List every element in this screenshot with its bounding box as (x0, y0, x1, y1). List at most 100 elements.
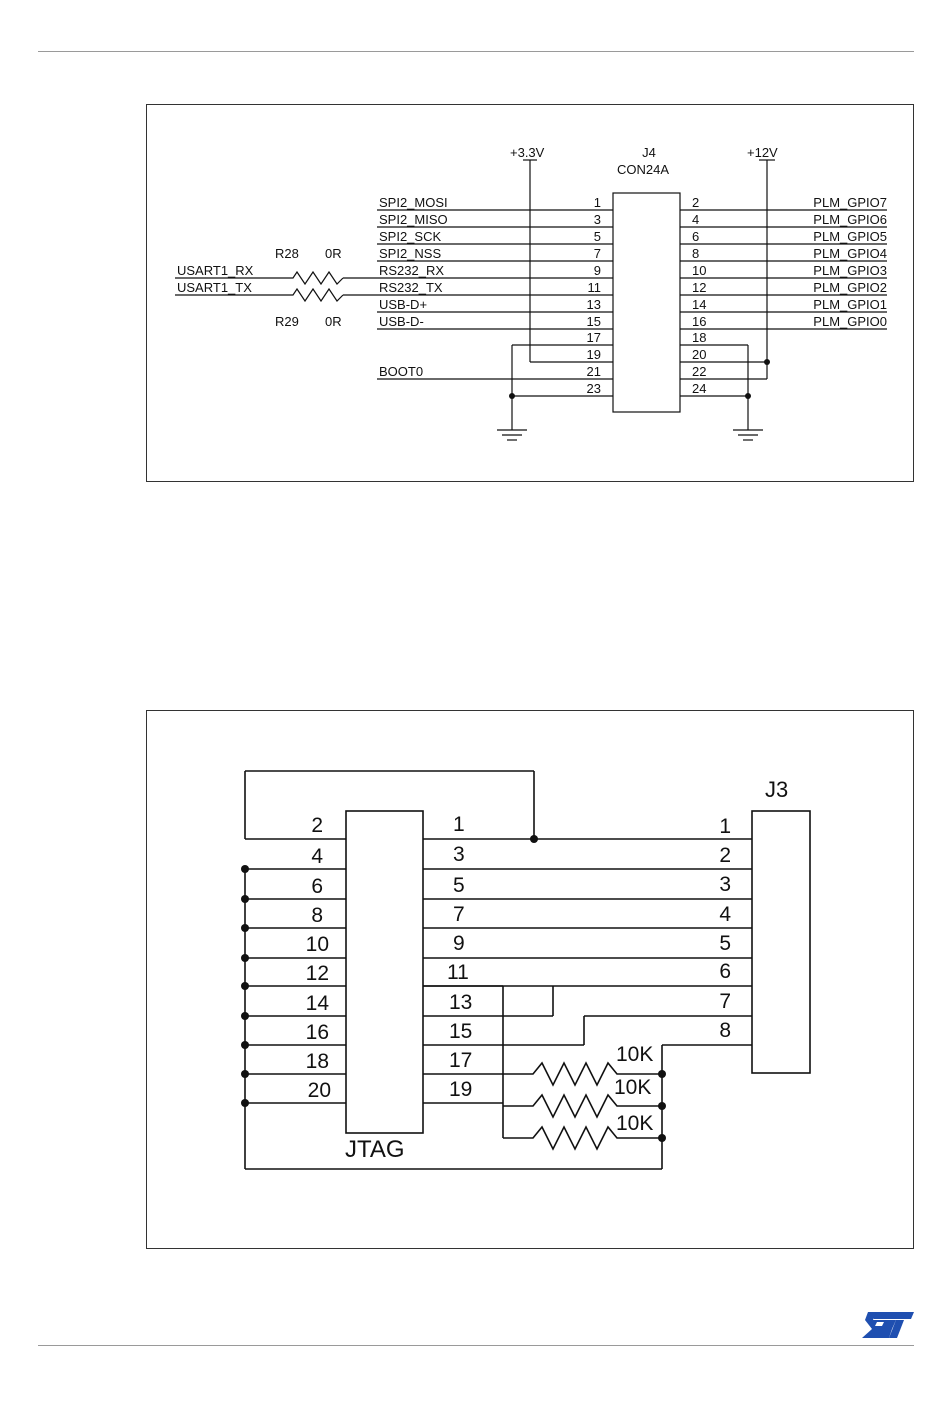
pin-number: 9 (453, 932, 465, 955)
header-rule (38, 51, 914, 52)
pin-number: 7 (719, 990, 731, 1013)
junction-dot (530, 835, 538, 843)
jtag-body (345, 810, 424, 1134)
pin-number: 16 (306, 1021, 329, 1044)
jtag-connector-label: JTAG (345, 1136, 405, 1163)
pin-number: 7 (594, 246, 601, 261)
j3-body (751, 810, 811, 1074)
junction-dot (241, 1070, 249, 1078)
pin-number: 10 (306, 933, 329, 956)
pin-number: 14 (692, 297, 706, 312)
pin-number: 1 (453, 813, 465, 836)
signal-label: PLM_GPIO0 (813, 314, 887, 329)
junction-dot (658, 1070, 666, 1078)
pin-number: 1 (719, 815, 731, 838)
pin-number: 8 (692, 246, 699, 261)
junction-dot (241, 924, 249, 932)
signal-label: SPI2_MOSI (379, 195, 448, 210)
pin-number: 12 (692, 280, 706, 295)
pin-number: 6 (311, 875, 323, 898)
junction-dot (658, 1102, 666, 1110)
pin-number: 17 (587, 330, 601, 345)
pin-number: 18 (306, 1050, 329, 1073)
pin-number: 1 (594, 195, 601, 210)
junction-dot (241, 895, 249, 903)
pin-number: 14 (306, 992, 330, 1015)
pin-number: 11 (588, 280, 602, 295)
signal-label: SPI2_MISO (379, 212, 448, 227)
pin-number: 15 (449, 1020, 472, 1043)
junction-dot (745, 393, 751, 399)
j4-part-label: CON24A (617, 162, 669, 177)
pin-number: 24 (692, 381, 706, 396)
pin-number: 23 (587, 381, 601, 396)
pin-number: 12 (306, 962, 329, 985)
pin-number: 5 (719, 932, 731, 955)
connector-schematic: +3.3V +12V J4 CON24A SPI2_MOSI SPI2_MISO… (175, 145, 887, 441)
junction-dot (241, 954, 249, 962)
r29-ref-label: R29 (275, 314, 299, 329)
pin-number: 5 (594, 229, 601, 244)
pin-number: 6 (692, 229, 699, 244)
pin-number: 3 (719, 873, 731, 896)
junction-dot (764, 359, 770, 365)
r28-ref-label: R28 (275, 246, 299, 261)
pin-number: 20 (308, 1079, 331, 1102)
pin-number: 13 (449, 991, 472, 1014)
junction-dot (241, 1041, 249, 1049)
pin-number: 3 (594, 212, 601, 227)
pin-number: 3 (453, 843, 465, 866)
pin-number: 18 (692, 330, 706, 345)
pin-number: 17 (449, 1049, 472, 1072)
supply-3v3-label: +3.3V (510, 145, 545, 160)
resistor-value-label: 10K (616, 1043, 653, 1066)
signal-label: USB-D- (379, 314, 424, 329)
resistor-value-label: 10K (614, 1076, 651, 1099)
usart-tx-label: USART1_TX (177, 280, 252, 295)
pin-number: 11 (447, 961, 469, 984)
st-logo-icon (862, 1312, 914, 1338)
pin-number: 2 (692, 195, 699, 210)
j4-ref-label: J4 (642, 145, 656, 160)
pin-number: 5 (453, 874, 465, 897)
pin-number: 13 (587, 297, 601, 312)
junction-dot (509, 393, 515, 399)
junction-dot (241, 865, 249, 873)
pin-number: 16 (692, 314, 706, 329)
pin-number: 4 (719, 903, 731, 926)
jtag-schematic: 2 4 6 8 10 12 14 16 18 20 1 3 5 7 9 11 1… (241, 770, 811, 1170)
pin-number: 2 (311, 814, 323, 837)
signal-label: PLM_GPIO5 (813, 229, 887, 244)
pin-number: 4 (692, 212, 699, 227)
signal-label: PLM_GPIO3 (813, 263, 887, 278)
pin-number: 6 (719, 960, 731, 983)
junction-dot (241, 1012, 249, 1020)
signal-label: USB-D+ (379, 297, 427, 312)
pin-number: 7 (453, 903, 465, 926)
pin-number: 10 (692, 263, 706, 278)
pin-number: 8 (311, 904, 323, 927)
signal-label: PLM_GPIO7 (813, 195, 887, 210)
junction-dot (241, 1099, 249, 1107)
pin-number: 20 (692, 347, 706, 362)
pin-number: 4 (311, 845, 323, 868)
pin-number: 19 (449, 1078, 472, 1101)
footer-rule (38, 1345, 914, 1346)
supply-12v-label: +12V (747, 145, 778, 160)
pin-number: 19 (587, 347, 601, 362)
resistor-value-label: 10K (616, 1112, 653, 1135)
usart-rx-label: USART1_RX (177, 263, 254, 278)
pin-number: 21 (587, 364, 601, 379)
pin-number: 8 (719, 1019, 731, 1042)
pin-number: 9 (594, 263, 601, 278)
signal-label: PLM_GPIO4 (813, 246, 887, 261)
pin-number: 2 (719, 844, 731, 867)
signal-label: SPI2_SCK (379, 229, 441, 244)
signal-label: SPI2_NSS (379, 246, 441, 261)
signal-label: RS232_TX (379, 280, 443, 295)
connector-schematic-frame: +3.3V +12V J4 CON24A SPI2_MOSI SPI2_MISO… (146, 104, 914, 482)
pin-number: 15 (587, 314, 601, 329)
junction-dot (241, 982, 249, 990)
signal-label: PLM_GPIO2 (813, 280, 887, 295)
pin-number: 22 (692, 364, 706, 379)
